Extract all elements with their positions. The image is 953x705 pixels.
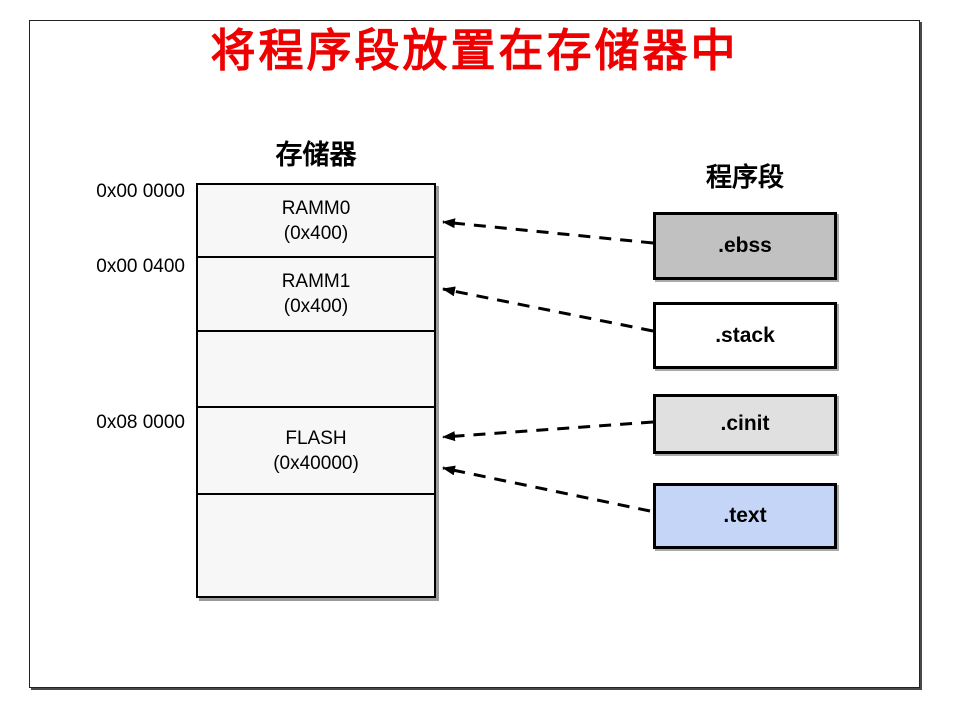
section-label: .ebss [718, 234, 772, 257]
section-box-text: .text [653, 483, 837, 549]
memory-block-empty-2 [198, 495, 434, 596]
memory-heading: 存储器 [275, 140, 357, 170]
memory-block-name: RAMM1 [281, 271, 351, 292]
section-label: .stack [715, 323, 775, 347]
section-box-cinit: .cinit [653, 394, 837, 454]
memory-block-flash: FLASH (0x40000) [198, 408, 434, 495]
section-label: .text [723, 504, 767, 527]
section-box-ebss: .ebss [653, 212, 837, 280]
memory-block-empty-1 [198, 332, 434, 408]
address-label-0x080000: 0x08 0000 [96, 412, 185, 433]
address-label-0x000000: 0x00 0000 [96, 181, 185, 202]
section-box-stack: .stack [653, 302, 837, 369]
memory-map: RAMM0 (0x400) RAMM1 (0x400) FLASH (0x400… [196, 183, 436, 598]
memory-block-name: RAMM0 [281, 197, 351, 219]
sections-heading: 程序段 [705, 162, 784, 192]
section-label: .cinit [720, 412, 770, 435]
memory-block-size: (0x400) [283, 222, 349, 244]
memory-block-ramm0: RAMM0 (0x400) [198, 185, 434, 258]
slide-title: 将程序段放置在存储器中 [210, 26, 739, 76]
memory-block-name: FLASH [285, 427, 347, 449]
memory-block-size: (0x40000) [273, 452, 359, 474]
address-label-0x000400: 0x00 0400 [96, 256, 185, 277]
memory-block-size: (0x400) [283, 296, 349, 317]
memory-block-ramm1: RAMM1 (0x400) [198, 258, 434, 332]
